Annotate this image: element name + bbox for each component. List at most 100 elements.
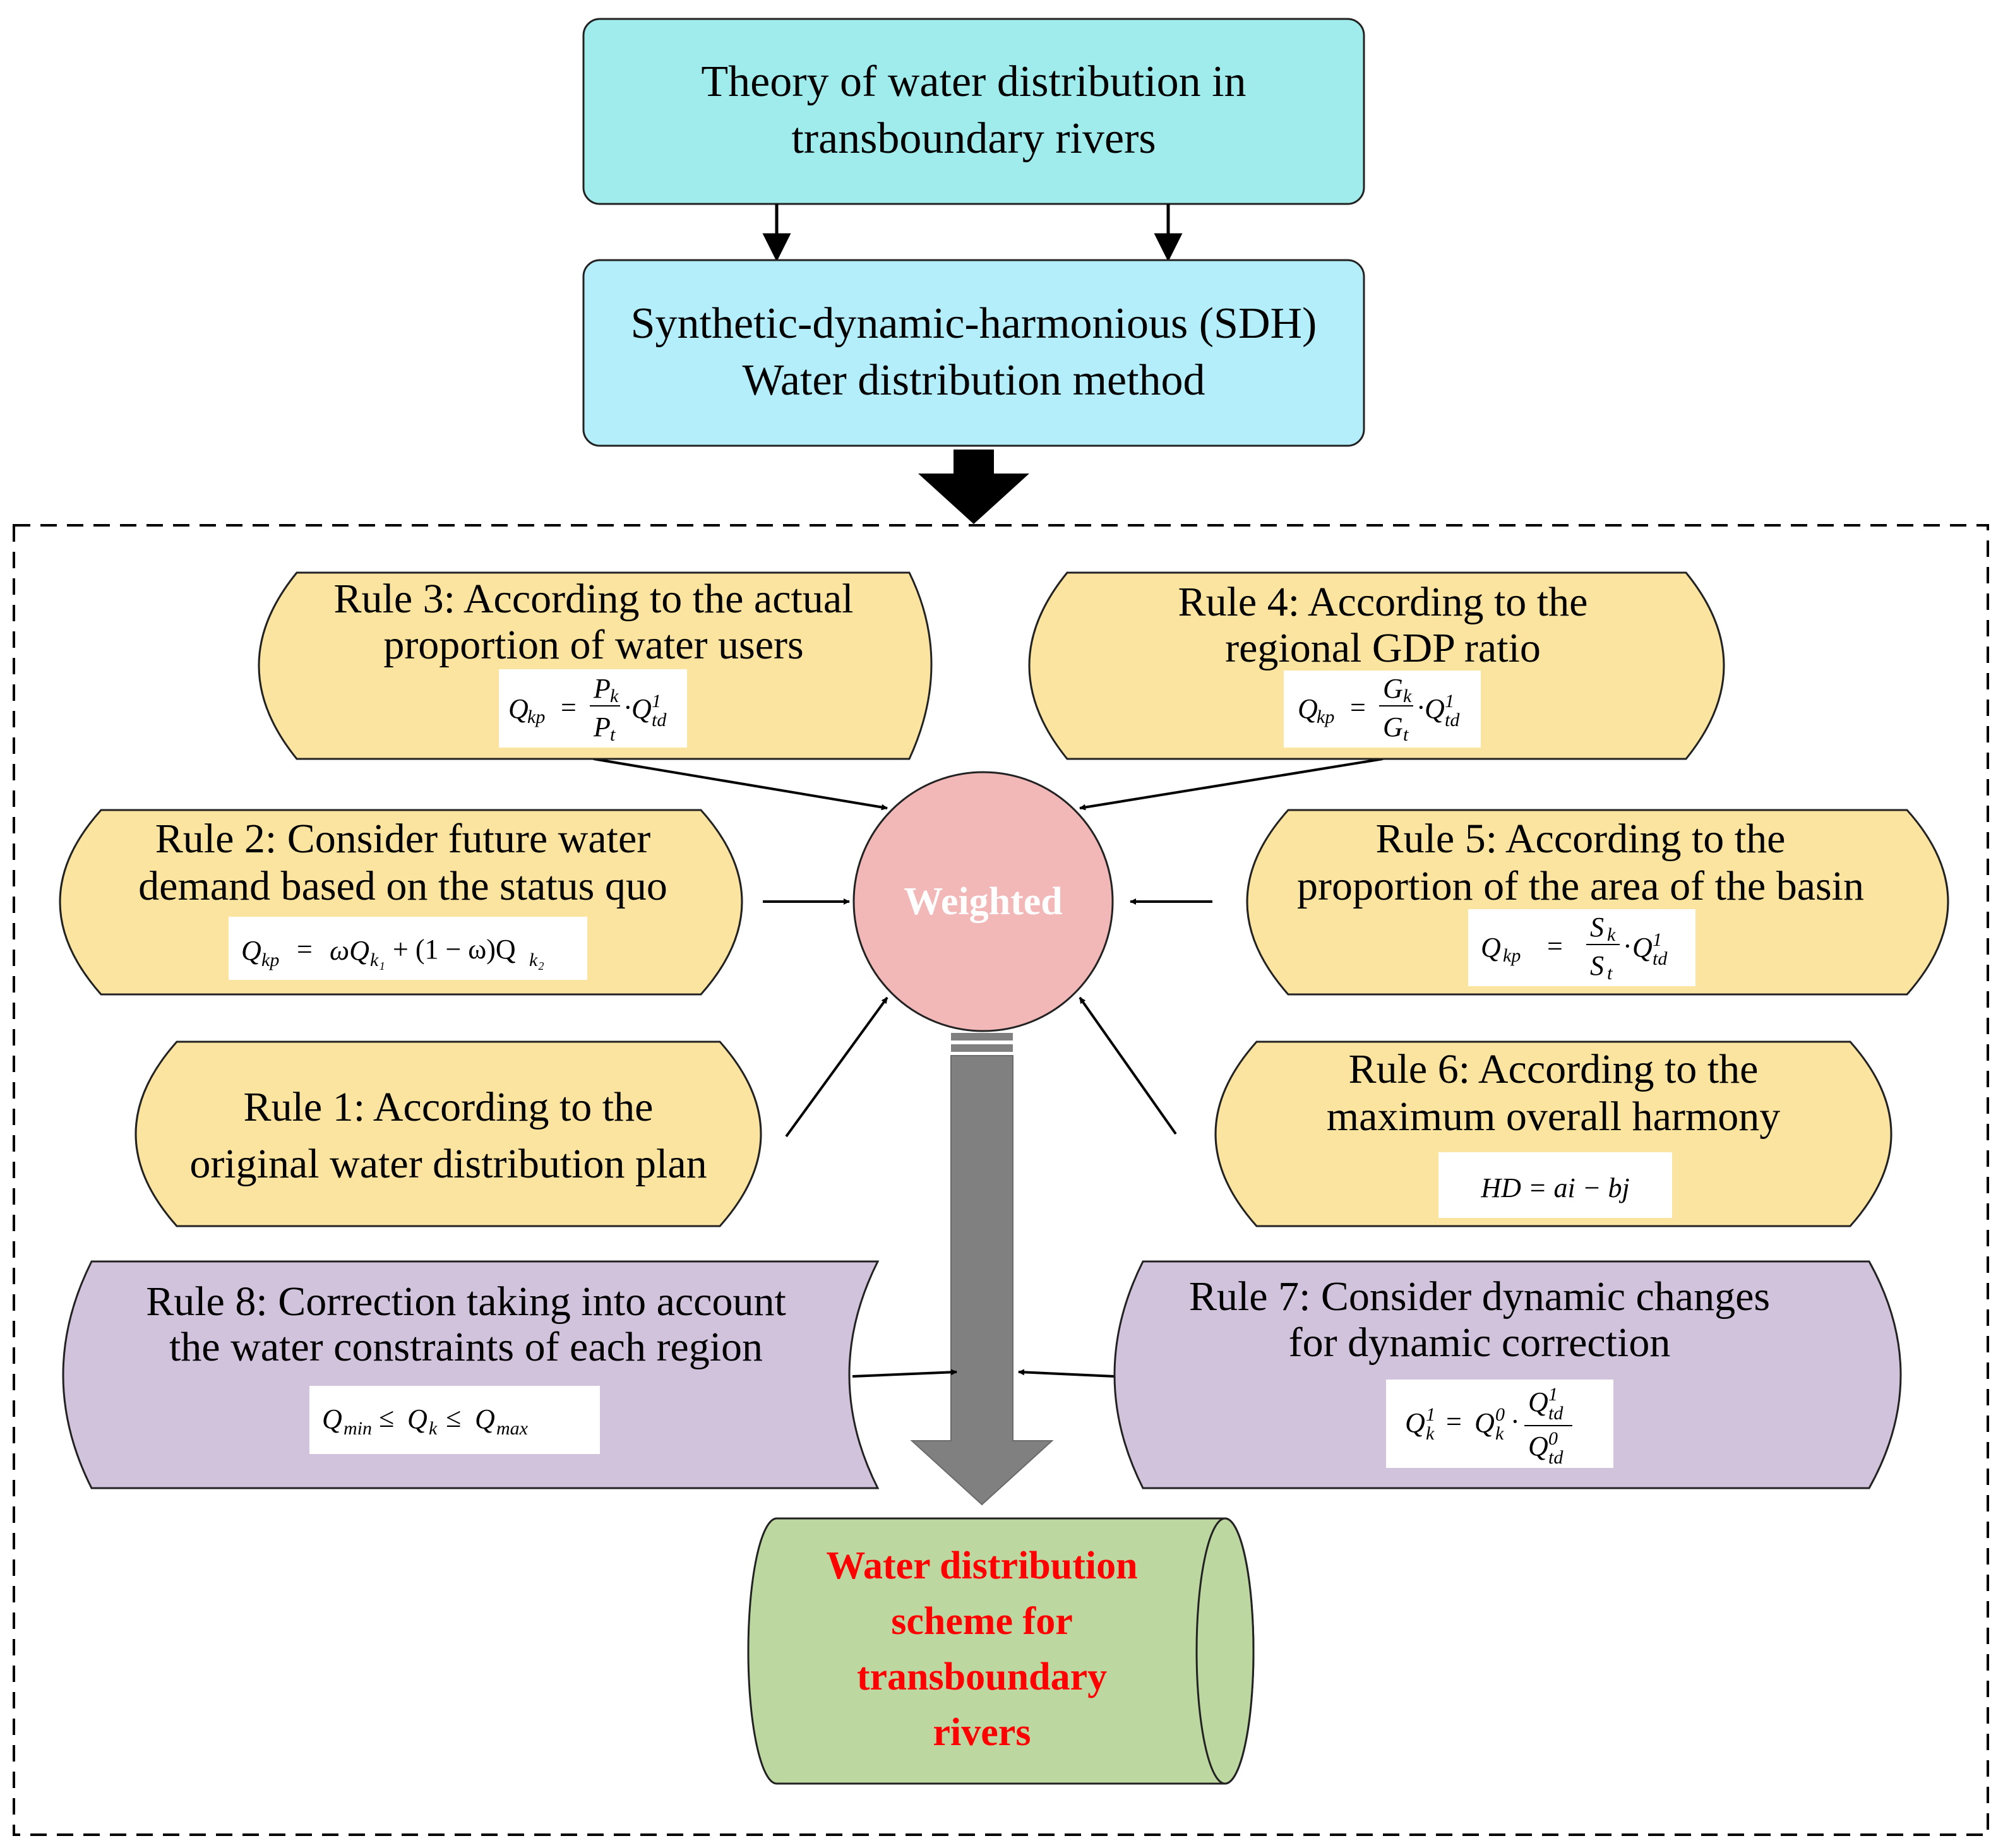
svg-text:kp: kp [527, 706, 545, 727]
svg-text:td: td [652, 710, 667, 730]
rule-3-box: Rule 3: According to the actual proporti… [258, 571, 933, 760]
svg-text:S: S [1590, 950, 1604, 981]
svg-text:Q: Q [1425, 693, 1445, 724]
svg-text:t: t [1403, 724, 1409, 745]
method-box-line2: Water distribution method [742, 356, 1205, 405]
svg-text:k: k [610, 686, 619, 706]
svg-text:t: t [610, 724, 616, 745]
rule-4-line2: regional GDP ratio [1225, 625, 1541, 671]
theory-box: Theory of water distribution in transbou… [582, 18, 1365, 205]
svg-text:kp: kp [1503, 945, 1521, 966]
svg-text:Q: Q [475, 1404, 495, 1434]
svg-text:S: S [1590, 912, 1604, 943]
svg-text:+ (1 − ω)Q: + (1 − ω)Q [393, 934, 516, 965]
svg-text:Q: Q [1405, 1407, 1425, 1438]
connector-rule6 [1079, 996, 1177, 1135]
svg-text:Q: Q [1528, 1386, 1548, 1417]
svg-text:Q: Q [1298, 693, 1318, 724]
connector-rule3 [593, 758, 888, 811]
main-flow-arrow [910, 1033, 1054, 1506]
svg-text:Q: Q [631, 693, 652, 724]
rule-6-line1: Rule 6: According to the [1349, 1046, 1759, 1092]
svg-text:=: = [1446, 1406, 1462, 1437]
output-scheme-cylinder: Water distribution scheme for transbound… [747, 1517, 1255, 1785]
rule-7-line2: for dynamic correction [1289, 1320, 1671, 1366]
svg-text:P: P [593, 673, 611, 704]
output-line2: scheme for [891, 1600, 1072, 1643]
rule-2-line2: demand based on the status quo [138, 863, 667, 909]
rule-4-box: Rule 4: According to the regional GDP ra… [1028, 571, 1725, 760]
rule-8-line2: the water constraints of each region [169, 1324, 763, 1370]
svg-text:k₁: k₁ [370, 950, 385, 970]
rule-5-box: Rule 5: According to the proportion of t… [1246, 809, 1949, 996]
svg-text:min: min [344, 1418, 372, 1439]
svg-text:Q: Q [322, 1404, 342, 1434]
method-box: Synthetic-dynamic-harmonious (SDH) Water… [582, 259, 1365, 447]
svg-text:·: · [1510, 1406, 1520, 1437]
output-line1: Water distribution [826, 1544, 1137, 1587]
svg-text:≤: ≤ [446, 1402, 461, 1433]
svg-text:td: td [1548, 1447, 1564, 1468]
rule-8-box: Rule 8: Correction taking into account t… [62, 1260, 880, 1489]
svg-text:Q: Q [1632, 932, 1653, 963]
rule-1-box: Rule 1: According to the original water … [135, 1040, 762, 1227]
big-down-arrow [918, 450, 1029, 524]
svg-text:P: P [593, 712, 611, 742]
svg-text:k: k [1495, 1423, 1504, 1444]
svg-text:k: k [1607, 924, 1616, 945]
rule-1-line1: Rule 1: According to the [244, 1084, 654, 1130]
theory-box-line2: transboundary rivers [791, 114, 1156, 163]
svg-text:k₂: k₂ [529, 950, 544, 970]
rule-1-line2: original water distribution plan [189, 1141, 707, 1187]
svg-text:·: · [623, 692, 633, 723]
svg-text:td: td [1445, 710, 1460, 730]
rule-7-line1: Rule 7: Consider dynamic changes [1189, 1273, 1770, 1320]
rule-8-line1: Rule 8: Correction taking into account [146, 1279, 786, 1325]
output-line4: rivers [933, 1711, 1031, 1754]
svg-text:k: k [429, 1418, 438, 1439]
weighted-node: Weighted [852, 771, 1114, 1032]
weighted-label: Weighted [904, 880, 1062, 923]
output-line3: transboundary [857, 1655, 1107, 1698]
method-box-line1: Synthetic-dynamic-harmonious (SDH) [631, 299, 1317, 348]
svg-text:Q: Q [1481, 932, 1501, 963]
connector-rule8 [852, 1369, 957, 1378]
connector-rule7 [1018, 1369, 1115, 1378]
svg-text:kp: kp [1317, 706, 1334, 727]
connector-rule1 [785, 996, 888, 1138]
svg-text:td: td [1548, 1403, 1564, 1424]
svg-text:·: · [1416, 692, 1426, 723]
rule-3-line1: Rule 3: According to the actual [334, 576, 854, 622]
theory-box-line1: Theory of water distribution in [701, 57, 1246, 106]
svg-text:0: 0 [1548, 1428, 1558, 1449]
rule-2-box: Rule 2: Consider future water demand bas… [59, 809, 743, 996]
rule-connectors [593, 758, 1384, 1378]
svg-text:t: t [1607, 963, 1613, 984]
svg-text:Q: Q [1528, 1431, 1548, 1462]
svg-text:=: = [1547, 931, 1563, 962]
rule-6-box: Rule 6: According to the maximum overall… [1214, 1040, 1892, 1227]
connector-rule4 [1079, 758, 1384, 811]
svg-text:Q: Q [241, 935, 261, 966]
svg-text:1: 1 [1426, 1404, 1435, 1425]
svg-text:≤: ≤ [379, 1402, 394, 1433]
svg-text:Q: Q [407, 1404, 428, 1434]
svg-text:k: k [1426, 1423, 1435, 1444]
svg-text:Q: Q [508, 693, 529, 724]
svg-text:1: 1 [652, 691, 661, 712]
rule-7-box: Rule 7: Consider dynamic changes for dyn… [1113, 1260, 1902, 1489]
svg-text:=: = [1350, 692, 1366, 723]
rules-region-border [13, 524, 1989, 1836]
svg-text:Q: Q [1474, 1407, 1495, 1438]
svg-text:max: max [496, 1418, 529, 1439]
svg-text:·: · [1623, 931, 1632, 962]
svg-text:G: G [1383, 673, 1403, 704]
svg-text:G: G [1383, 712, 1403, 742]
formula-rule6: HD = ai − bj [1438, 1152, 1672, 1218]
top-connector-arrows [762, 204, 1183, 262]
